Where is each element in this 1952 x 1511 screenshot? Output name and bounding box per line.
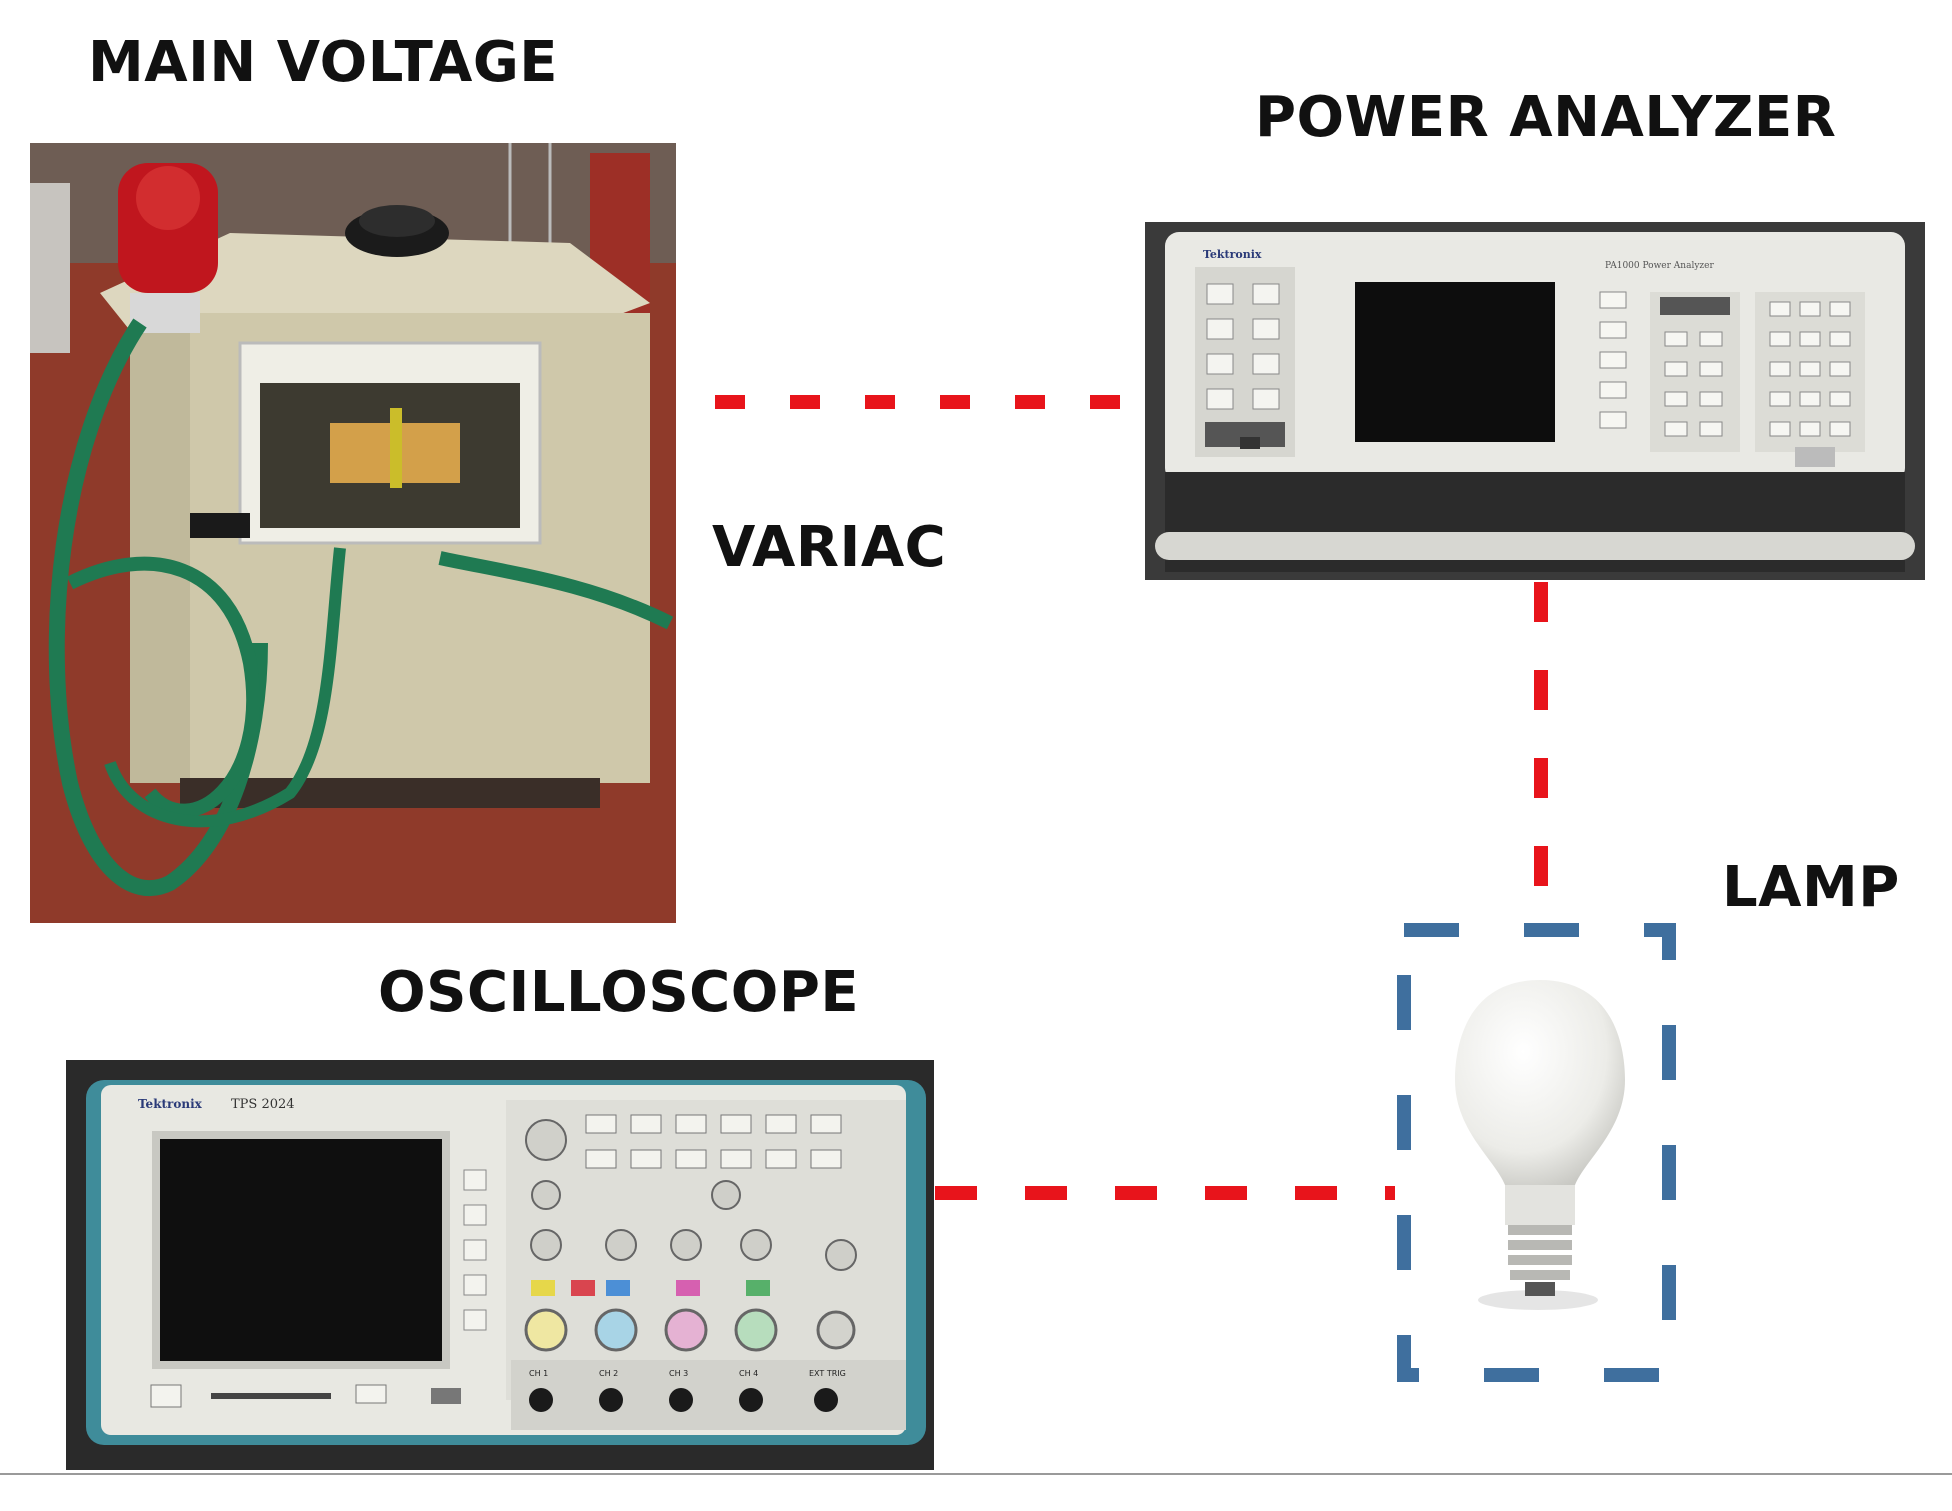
main-voltage-label: MAIN VOLTAGE bbox=[88, 30, 559, 95]
variac-photo bbox=[30, 143, 676, 923]
osc-channel-label: CH 3 bbox=[669, 1369, 688, 1378]
lamp-label: LAMP bbox=[1722, 855, 1900, 920]
osc-channel-label: CH 4 bbox=[739, 1369, 758, 1378]
power-analyzer-brand: Tektronix bbox=[1203, 248, 1262, 261]
power-analyzer-label: POWER ANALYZER bbox=[1255, 85, 1837, 150]
variac-label: VARIAC bbox=[712, 515, 947, 580]
oscilloscope-model: TPS 2024 bbox=[231, 1097, 295, 1112]
power-analyzer-photo: Tektronix PA1000 Power Analyzer bbox=[1145, 222, 1925, 580]
oscilloscope-brand: Tektronix bbox=[138, 1097, 203, 1111]
power-analyzer-model: PA1000 Power Analyzer bbox=[1605, 261, 1714, 271]
bottom-divider bbox=[0, 1473, 1952, 1475]
oscilloscope-label: OSCILLOSCOPE bbox=[378, 960, 860, 1025]
lamp-dashed-box bbox=[1397, 923, 1676, 1382]
lamp-bulb-image bbox=[1440, 970, 1640, 1320]
oscilloscope-photo: CH 1 CH 2 CH 3 CH 4 EXT TRIG Tektronix T… bbox=[66, 1060, 934, 1470]
osc-channel-label: CH 1 bbox=[529, 1369, 548, 1378]
osc-channel-label: EXT TRIG bbox=[809, 1369, 846, 1378]
osc-channel-label: CH 2 bbox=[599, 1369, 618, 1378]
